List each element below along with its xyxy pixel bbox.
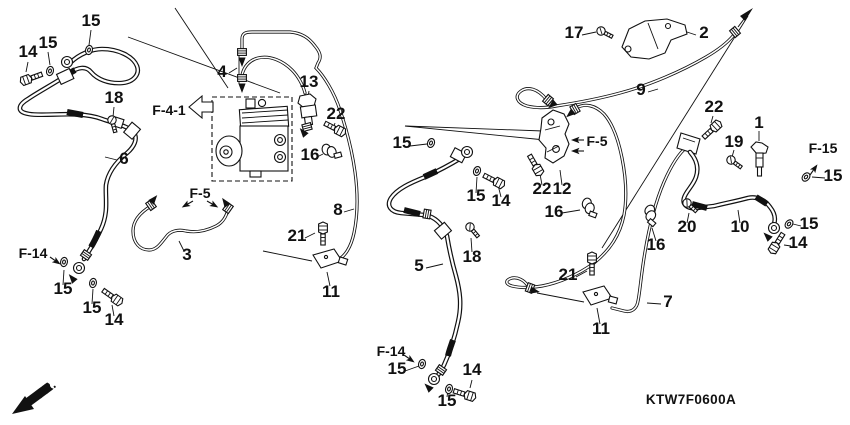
ref-f5-pipe3: F-5 [190, 185, 211, 201]
callout-15: 15 [54, 279, 73, 298]
callout-16: 16 [647, 235, 666, 254]
joint-11-left [312, 221, 349, 269]
abs-modulator [215, 98, 290, 178]
callout-15: 15 [388, 359, 407, 378]
callout-14: 14 [492, 191, 511, 210]
diagram-part-code: KTW7F0600A [646, 392, 736, 407]
joint-valve-13 [297, 93, 318, 138]
ref-f14-left: F-14 [19, 245, 48, 261]
callout-14: 14 [463, 360, 482, 379]
joint-11-right [582, 251, 619, 306]
callout-22: 22 [705, 97, 724, 116]
leader-lines [25, 7, 826, 398]
callout-14: 14 [19, 42, 38, 61]
callout-16: 16 [301, 145, 320, 164]
front-direction-arrow: FR. [12, 377, 59, 414]
callout-15: 15 [393, 133, 412, 152]
callout-15: 15 [83, 298, 102, 317]
pipe-4-and-8 [237, 30, 359, 262]
bracket-12 [538, 109, 570, 164]
callout-2: 2 [699, 23, 708, 42]
banjo-bolt-icon [18, 69, 45, 87]
pipe-3 [131, 192, 234, 252]
hose-10 [676, 132, 781, 242]
callout-22: 22 [327, 104, 346, 123]
callout-12: 12 [553, 179, 572, 198]
callout-1: 1 [754, 113, 763, 132]
callout-5: 5 [414, 256, 423, 275]
bolt-22-right [700, 118, 724, 142]
callout-17: 17 [565, 23, 584, 42]
callout-14: 14 [105, 310, 124, 329]
callout-21: 21 [559, 265, 578, 284]
hose-5 [386, 145, 474, 393]
pipe-clamp-16-right [639, 202, 664, 228]
callout-15: 15 [824, 166, 843, 185]
f41-block-arrow-icon [188, 94, 214, 120]
ref-f14-middle: F-14 [377, 343, 406, 359]
bolt-22-middle [525, 152, 546, 178]
ref-f15: F-15 [809, 140, 838, 156]
banjo-eye [72, 261, 86, 275]
ref-f41: F-4-1 [152, 102, 186, 118]
abs-modulator-box [188, 94, 293, 182]
callout-18: 18 [105, 88, 124, 107]
callout-21: 21 [288, 226, 307, 245]
callout-19: 19 [725, 132, 744, 151]
callout-22: 22 [533, 179, 552, 198]
callout-14: 14 [789, 233, 808, 252]
callout-11: 11 [322, 282, 340, 301]
joint-bolt-1 [750, 141, 769, 177]
callout-20: 20 [678, 217, 697, 236]
screw-19 [724, 153, 745, 172]
callout-8: 8 [333, 200, 342, 219]
callout-15: 15 [467, 186, 486, 205]
callout-7: 7 [663, 292, 672, 311]
callout-6: 6 [119, 149, 128, 168]
callout-3: 3 [182, 245, 191, 264]
callout-13: 13 [300, 72, 319, 91]
bolt-21-left [318, 221, 328, 246]
callout-11: 11 [592, 319, 610, 338]
screw-18-middle [463, 220, 482, 240]
reference-labels: F-4-1 F-5 F-5 F-14 F-14 F-15 [19, 102, 838, 366]
ref-f5-bracket: F-5 [587, 133, 608, 149]
pipe-9 [515, 18, 745, 111]
callout-18: 18 [463, 247, 482, 266]
callout-16: 16 [545, 202, 564, 221]
callouts: 15 14 15 18 6 4 13 22 16 8 3 21 11 15 15… [19, 11, 843, 410]
guard-plate-2 [621, 18, 688, 60]
callout-15: 15 [39, 33, 58, 52]
callout-15: 15 [82, 11, 101, 30]
pipe-clamp-16-left [320, 140, 343, 162]
callout-10: 10 [731, 217, 750, 236]
callout-9: 9 [636, 80, 645, 99]
banjo-bolt-stack-middle-top [425, 136, 507, 191]
pipe-clamp-16-middle [578, 196, 602, 219]
pipe-7 [610, 145, 689, 314]
screw-17 [594, 24, 615, 42]
callout-4: 4 [217, 62, 227, 81]
callout-15: 15 [800, 214, 819, 233]
callout-15: 15 [438, 391, 457, 410]
